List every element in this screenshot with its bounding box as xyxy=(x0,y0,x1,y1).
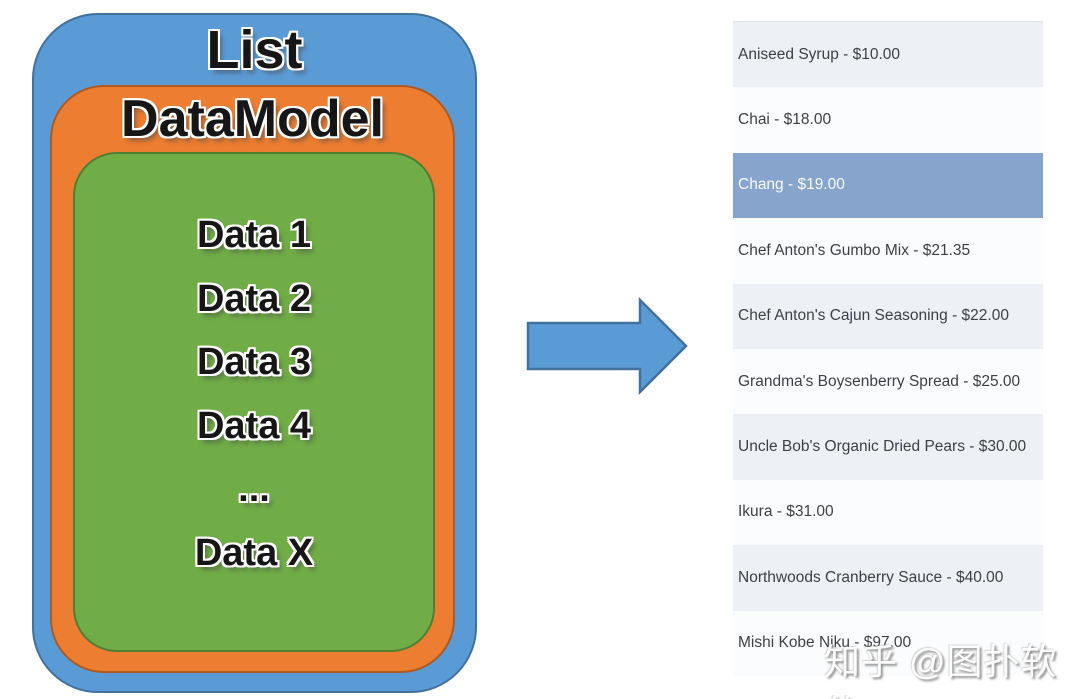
list-item[interactable]: Northwoods Cranberry Sauce - $40.00 xyxy=(733,545,1043,611)
list-item[interactable]: Ikura - $31.00 xyxy=(733,479,1043,546)
list-item[interactable]: Chang - $19.00 xyxy=(733,152,1043,219)
datamodel-label: DataModel xyxy=(121,90,384,148)
data-item-label: Data X xyxy=(194,531,314,574)
list-item-label: Aniseed Syrup - $10.00 xyxy=(738,45,900,63)
list-item[interactable]: Mishi Kobe Niku - $97.00 xyxy=(733,610,1043,676)
watermark: 知乎 @图扑软件 xyxy=(824,641,1058,699)
right-arrow-icon xyxy=(526,296,688,396)
list-item[interactable]: Chai - $18.00 xyxy=(733,87,1043,153)
list-container-shape: List DataModel Data 1 Data 2 Data 3 Data… xyxy=(32,13,477,693)
data-item-label: Data 1 xyxy=(196,214,312,256)
list-item-label: Chef Anton's Gumbo Mix - $21.35 xyxy=(738,241,971,259)
list-item-label: Chang - $19.00 xyxy=(738,176,845,194)
data-item-label: Data 3 xyxy=(196,341,312,383)
list-item-label: Chef Anton's Cajun Seasoning - $22.00 xyxy=(738,307,1009,325)
data-shape: Data 1 Data 2 Data 3 Data 4 ... Data X xyxy=(73,152,435,652)
data-item-label: Data 2 xyxy=(196,277,312,320)
list-item-label: Ikura - $31.00 xyxy=(738,503,834,521)
data-item-label: Data 4 xyxy=(196,404,312,447)
list-item-label: Chai - $18.00 xyxy=(738,111,832,129)
list-item-label: Uncle Bob's Organic Dried Pears - $30.00 xyxy=(738,438,1027,456)
list-label: List xyxy=(206,20,303,80)
list-item[interactable]: Grandma's Boysenberry Spread - $25.00 xyxy=(733,348,1043,415)
data-item-label: ... xyxy=(238,468,270,510)
product-listview[interactable]: Aniseed Syrup - $10.00 Chai - $18.00 Cha… xyxy=(733,21,1043,676)
data-items-list: Data 1 Data 2 Data 3 Data 4 ... Data X xyxy=(75,154,433,585)
list-item[interactable]: Chef Anton's Cajun Seasoning - $22.00 xyxy=(733,283,1043,349)
list-item[interactable]: Aniseed Syrup - $10.00 xyxy=(733,22,1043,88)
list-item[interactable]: Chef Anton's Gumbo Mix - $21.35 xyxy=(733,218,1043,284)
list-item-label: Northwoods Cranberry Sauce - $40.00 xyxy=(738,568,1004,586)
list-item-label: Mishi Kobe Niku - $97.00 xyxy=(738,634,912,652)
datamodel-shape: DataModel Data 1 Data 2 Data 3 Data 4 ..… xyxy=(50,85,455,673)
list-item[interactable]: Uncle Bob's Organic Dried Pears - $30.00 xyxy=(733,414,1043,480)
list-item-label: Grandma's Boysenberry Spread - $25.00 xyxy=(738,372,1021,390)
